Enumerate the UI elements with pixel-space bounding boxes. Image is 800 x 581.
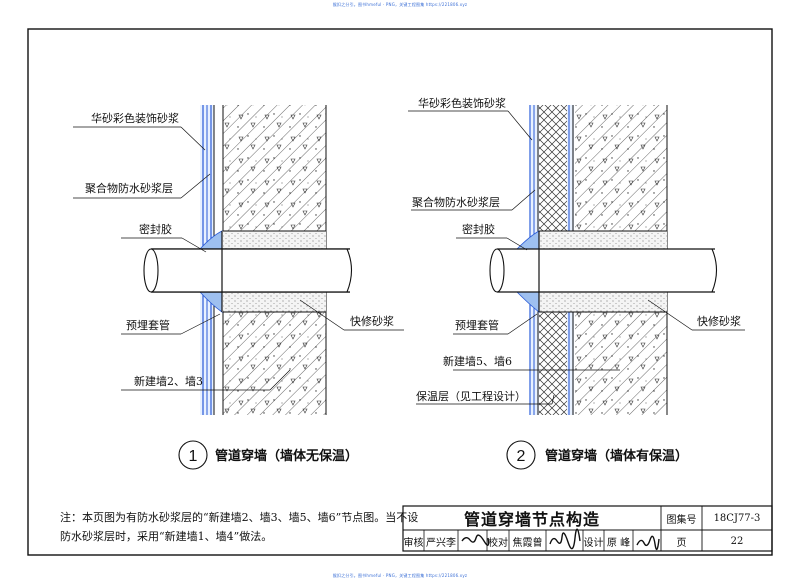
detail-number-1: 1	[189, 448, 198, 465]
design-label: 设计	[583, 537, 604, 549]
designer-name: 原 峰	[606, 537, 631, 549]
label-waterproof-2: 聚合物防水砂浆层	[412, 195, 500, 209]
signature-checker	[549, 528, 581, 550]
sheet-title: 管道穿墙节点构造	[463, 510, 600, 529]
label-sealant-1: 密封胶	[139, 222, 172, 236]
page-label: 页	[676, 537, 687, 549]
title-block	[402, 505, 773, 552]
pipe-end-left-2	[489, 248, 505, 293]
label-wall-1: 新建墙2、墙3	[134, 374, 203, 388]
label-repair-mortar-2: 快修砂浆	[697, 314, 741, 328]
repair-mortar-lower-1	[223, 292, 326, 312]
insulation-upper-2	[539, 105, 567, 231]
detail-caption-1: 管道穿墙（墙体无保温）	[215, 448, 358, 464]
reviewer-name: 严兴李	[426, 537, 456, 549]
label-sleeve-1: 预埋套管	[126, 318, 170, 332]
note-line-1: 注：本页图为有防水砂浆层的“新建墙2、墙3、墙5、墙6”节点图。当不设	[60, 511, 419, 524]
review-label: 审核	[403, 537, 424, 549]
detail-2: 华砂彩色装饰砂浆 聚合物防水砂浆层 密封胶 预埋套管 新建墙5、墙6 保温层（见…	[408, 96, 745, 470]
label-repair-mortar-1: 快修砂浆	[350, 314, 394, 328]
check-label: 校对	[488, 537, 508, 549]
label-wall-2: 新建墙5、墙6	[443, 354, 512, 368]
header-watermark-note: 猴扣之分引。图书hmeful · PNG，关键工程图集 https://2218…	[332, 2, 468, 7]
signature-reviewer	[461, 534, 490, 546]
checker-name: 焦霞曾	[512, 537, 543, 549]
detail-caption-2: 管道穿墙（墙体有保温）	[545, 448, 688, 464]
label-sleeve-2: 预埋套管	[455, 318, 499, 332]
label-decor-mortar-1: 华砂彩色装饰砂浆	[91, 111, 179, 125]
repair-mortar-lower-2	[539, 292, 667, 312]
repair-mortar-upper-2	[539, 231, 667, 249]
label-decor-mortar-2: 华砂彩色装饰砂浆	[418, 96, 506, 110]
detail-number-circle-1	[178, 440, 208, 470]
atlas-number: 18CJ77-3	[713, 512, 761, 524]
atlas-label: 图集号	[666, 514, 697, 526]
label-sealant-2: 密封胶	[462, 222, 495, 236]
pipe-end-right-2	[711, 248, 718, 293]
insulation-lower-2	[539, 312, 567, 415]
detail-1: 华砂彩色装饰砂浆 聚合物防水砂浆层 密封胶 预埋套管 新建墙2、墙3 快修砂浆 …	[73, 105, 404, 470]
sealant-lower-2	[516, 291, 540, 313]
footer-watermark-note: 猴扣之分引。图书hmeful · PNG，关键工程图集 https://2218…	[332, 573, 468, 578]
page-number: 22	[730, 535, 744, 547]
repair-mortar-upper-1	[223, 231, 326, 249]
pipe-end-right-1	[346, 248, 353, 293]
label-insulation-2: 保温层（见工程设计）	[416, 389, 526, 403]
detail-number-circle-2	[506, 440, 536, 470]
drawing-frame	[27, 28, 773, 556]
label-waterproof-1: 聚合物防水砂浆层	[85, 181, 173, 195]
drawing-note: 注：本页图为有防水砂浆层的“新建墙2、墙3、墙5、墙6”节点图。当不设 防水砂浆…	[60, 508, 420, 546]
note-line-2: 防水砂浆层时，采用“新建墙1、墙4”做法。	[60, 530, 273, 543]
detail-number-2: 2	[517, 448, 526, 465]
signature-designer	[636, 535, 660, 551]
pipe-end-left-1	[143, 248, 159, 293]
